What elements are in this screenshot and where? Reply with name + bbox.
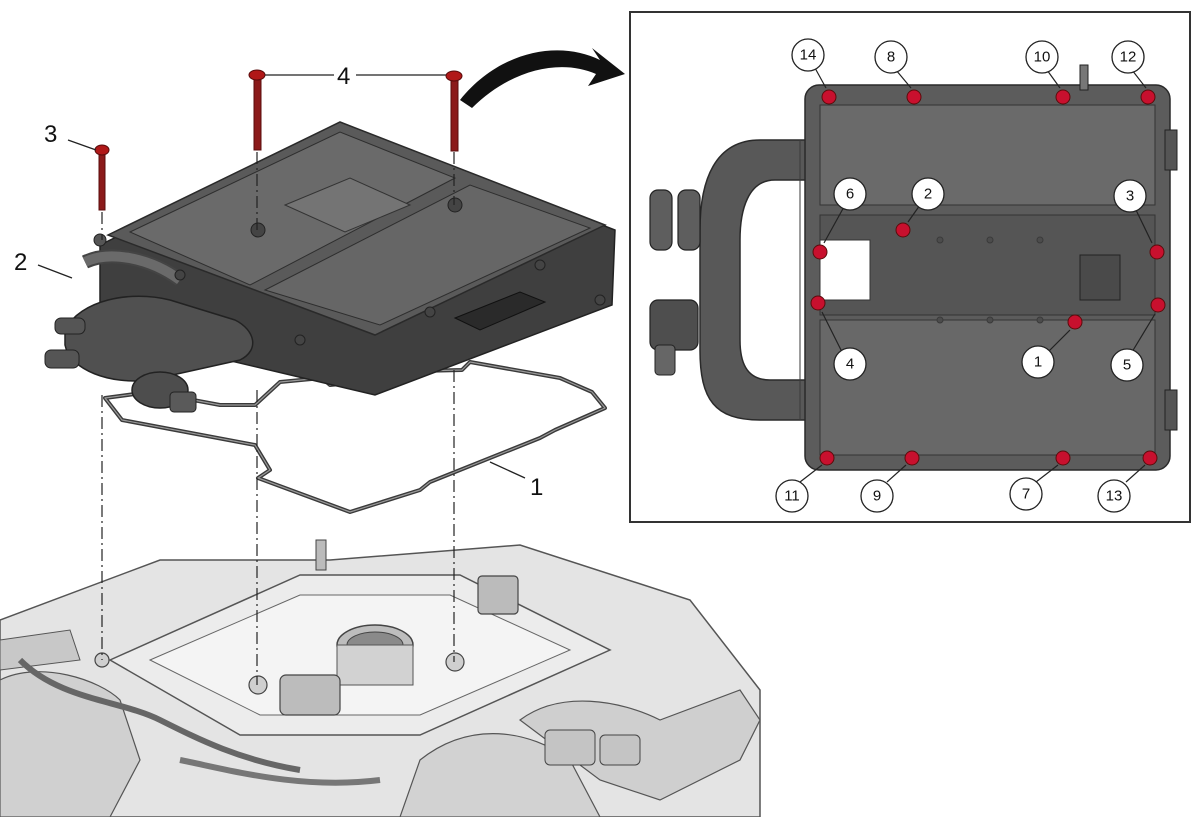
svg-text:8: 8 xyxy=(887,49,895,66)
svg-text:11: 11 xyxy=(784,488,800,505)
svg-text:1: 1 xyxy=(1034,354,1042,371)
callout-label-short-bolt: 3 xyxy=(44,121,57,148)
arrow-to-detail xyxy=(460,48,625,108)
badge-14: 14 xyxy=(791,38,825,72)
svg-text:12: 12 xyxy=(1120,49,1137,66)
callout-label-gasket: 1 xyxy=(530,474,543,501)
detail-bolt-heads xyxy=(810,89,1166,466)
short-bolt xyxy=(94,144,110,211)
sequence-leaders xyxy=(799,67,1156,483)
svg-text:9: 9 xyxy=(873,488,881,505)
svg-text:5: 5 xyxy=(1123,357,1131,374)
svg-text:14: 14 xyxy=(800,47,817,64)
badge-13: 13 xyxy=(1097,479,1131,513)
badge-6: 6 xyxy=(833,177,867,211)
detail-view: 2 1 3 4 5 6 7 8 9 10 11 12 13 14 xyxy=(629,11,1191,523)
svg-text:6: 6 xyxy=(846,186,854,203)
badge-11: 11 xyxy=(775,479,809,513)
sequence-badges: 2 1 3 4 5 6 7 8 9 10 11 12 13 14 xyxy=(775,38,1147,513)
badge-8: 8 xyxy=(874,40,908,74)
svg-text:3: 3 xyxy=(1126,188,1134,205)
badge-12: 12 xyxy=(1111,40,1145,74)
callout-leaders xyxy=(37,74,526,479)
assembly-lines xyxy=(101,152,455,685)
badge-2: 2 xyxy=(911,177,945,211)
badge-4: 4 xyxy=(833,347,867,381)
svg-text:4: 4 xyxy=(846,356,854,373)
badge-10: 10 xyxy=(1025,40,1059,74)
badge-3: 3 xyxy=(1113,179,1147,213)
intake-cover xyxy=(44,121,616,413)
gasket xyxy=(103,360,607,514)
long-bolt-right xyxy=(445,70,463,152)
badge-7: 7 xyxy=(1009,477,1043,511)
svg-text:10: 10 xyxy=(1034,49,1051,66)
svg-text:13: 13 xyxy=(1106,488,1123,505)
long-bolt-left xyxy=(248,69,266,151)
engine-block xyxy=(0,539,761,817)
callout-label-long-bolts: 4 xyxy=(337,63,350,90)
svg-text:7: 7 xyxy=(1022,486,1030,503)
svg-text:2: 2 xyxy=(924,186,932,203)
badge-9: 9 xyxy=(860,479,894,513)
badge-1: 1 xyxy=(1021,345,1055,379)
callout-label-intake-cover: 2 xyxy=(14,249,27,276)
badge-5: 5 xyxy=(1110,348,1144,382)
